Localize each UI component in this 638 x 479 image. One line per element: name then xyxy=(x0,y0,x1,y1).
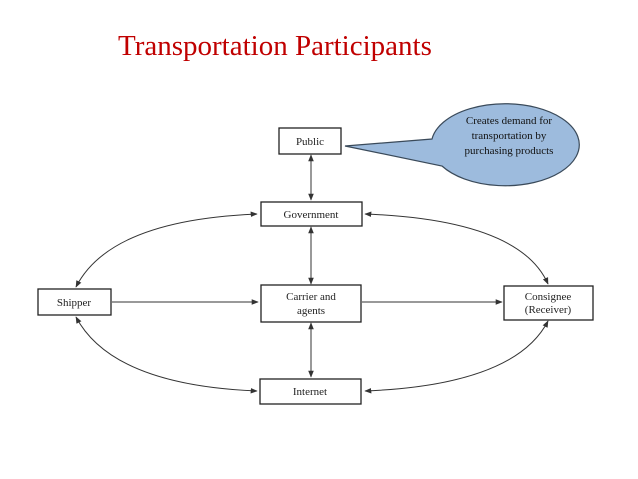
edge-consignee-internet xyxy=(364,320,549,394)
node-internet-label: Internet xyxy=(293,386,327,398)
edge-government-consignee xyxy=(364,211,549,285)
node-carrier-label-2: agents xyxy=(297,305,325,317)
node-consignee: Consignee (Receiver) xyxy=(503,285,594,321)
node-public-label: Public xyxy=(296,136,324,148)
node-government: Government xyxy=(260,201,363,227)
callout-line-2: transportation by xyxy=(472,130,547,142)
callout-line-1: Creates demand for xyxy=(466,115,552,127)
edge-government-shipper xyxy=(75,211,258,288)
node-public: Public xyxy=(278,127,342,155)
node-consignee-label-2: (Receiver) xyxy=(525,304,572,316)
node-government-label: Government xyxy=(284,209,339,221)
slide-title: Transportation Participants xyxy=(118,30,432,62)
node-carrier: Carrier and agents xyxy=(260,284,362,323)
node-shipper-label: Shipper xyxy=(57,297,92,309)
node-internet: Internet xyxy=(259,378,362,405)
callout-bubble xyxy=(344,103,580,187)
node-carrier-label-1: Carrier and xyxy=(286,291,336,303)
node-shipper: Shipper xyxy=(37,288,112,316)
callout-line-3: purchasing products xyxy=(465,145,554,157)
node-consignee-label-1: Consignee xyxy=(525,291,572,303)
edge-shipper-internet xyxy=(75,316,258,394)
